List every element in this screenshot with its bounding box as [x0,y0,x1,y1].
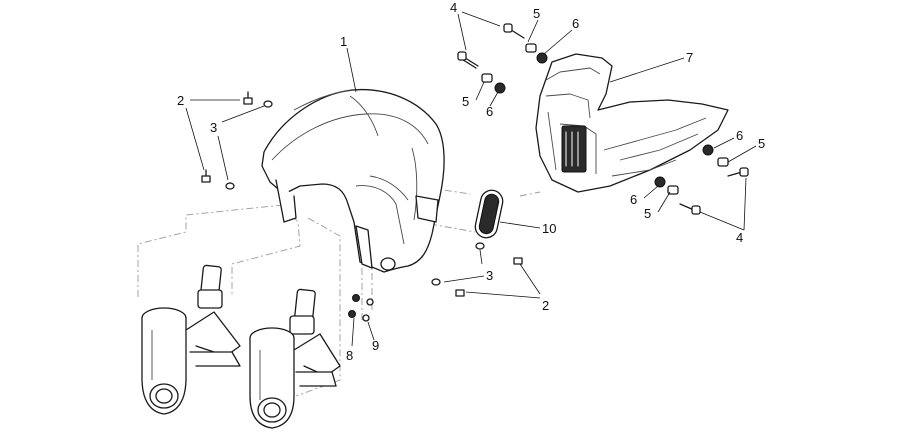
callout-4-top: 4 [450,0,457,15]
hardware-screws [201,23,749,297]
callout-3-lower: 3 [486,268,493,283]
callout-6-right: 6 [736,128,743,143]
front-mudguard [261,88,445,273]
callout-labels: 1 2 3 4 5 6 7 5 6 6 5 6 5 4 10 3 2 8 9 [177,0,765,363]
callout-5-right: 5 [758,136,765,151]
reflector [474,189,504,239]
callout-2-lower: 2 [542,298,549,313]
callout-3-upper: 3 [210,120,217,135]
callout-4-right: 4 [736,230,743,245]
callout-10: 10 [542,221,556,236]
callout-5-lower: 5 [644,206,651,221]
callout-5-mid: 5 [462,94,469,109]
leader-lines [185,11,757,347]
callout-6-mid: 6 [486,104,493,119]
callout-1: 1 [340,34,347,49]
headlight-fairing [535,53,729,193]
hardware-washers [225,43,729,322]
callout-6-lower: 6 [630,192,637,207]
callout-9: 9 [372,338,379,353]
callout-2-upper: 2 [177,93,184,108]
callout-6-top: 6 [572,16,579,31]
callout-7: 7 [686,50,693,65]
callout-8: 8 [346,348,353,363]
fork-leg-left [141,264,241,415]
callout-5-top: 5 [533,6,540,21]
fork-leg-right [249,288,341,429]
